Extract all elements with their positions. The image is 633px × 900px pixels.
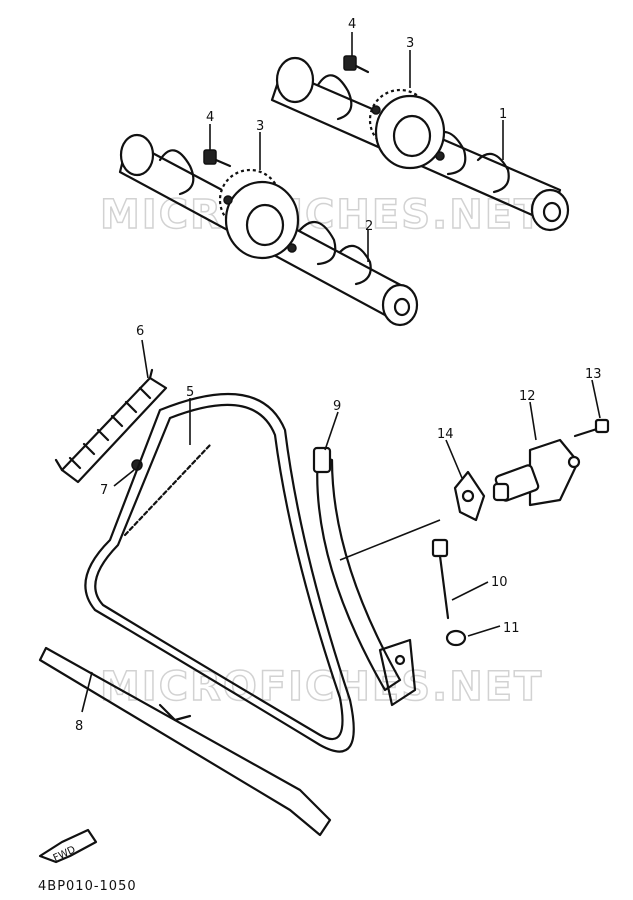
callout-14: 14 <box>437 427 454 442</box>
callout-9: 9 <box>333 399 341 414</box>
callout-13: 13 <box>585 367 602 382</box>
chain-guide-lower <box>38 646 332 837</box>
alignment-line <box>339 519 441 561</box>
callout-3-lower: 3 <box>256 119 264 134</box>
callout-2: 2 <box>365 219 373 234</box>
callout-1: 1 <box>499 107 507 122</box>
guide-pivot-bolt <box>431 538 450 620</box>
forward-indicator: FWD <box>38 828 98 864</box>
tensioner-guide <box>312 446 417 707</box>
callout-10: 10 <box>491 575 508 590</box>
callout-3-upper: 3 <box>406 36 414 51</box>
tensioner-bolt <box>573 418 610 438</box>
callout-4-lower: 4 <box>206 110 214 125</box>
callout-11: 11 <box>503 621 520 636</box>
cam-chain-tensioner <box>492 438 581 507</box>
watermark-bottom: MICROFICHES.NET <box>100 664 543 710</box>
callout-12: 12 <box>519 389 536 404</box>
callout-4-upper: 4 <box>348 17 356 32</box>
callout-7: 7 <box>100 483 108 498</box>
callout-5: 5 <box>186 385 194 400</box>
camshaft-exhaust <box>270 56 570 232</box>
guide-washer <box>445 629 467 647</box>
callout-6: 6 <box>136 324 144 339</box>
tensioner-gasket <box>453 470 486 522</box>
chain-guide-upper <box>54 368 168 484</box>
sprocket-bolt-lower <box>203 149 232 168</box>
reference-code: 4BP010-1050 <box>38 879 137 894</box>
camshaft-intake <box>118 133 419 327</box>
cam-chain <box>84 392 355 753</box>
watermark-top: MICROFICHES.NET <box>100 192 543 238</box>
callout-8: 8 <box>75 719 83 734</box>
leader-lines <box>81 32 601 713</box>
sprocket-bolt-upper <box>343 55 370 74</box>
